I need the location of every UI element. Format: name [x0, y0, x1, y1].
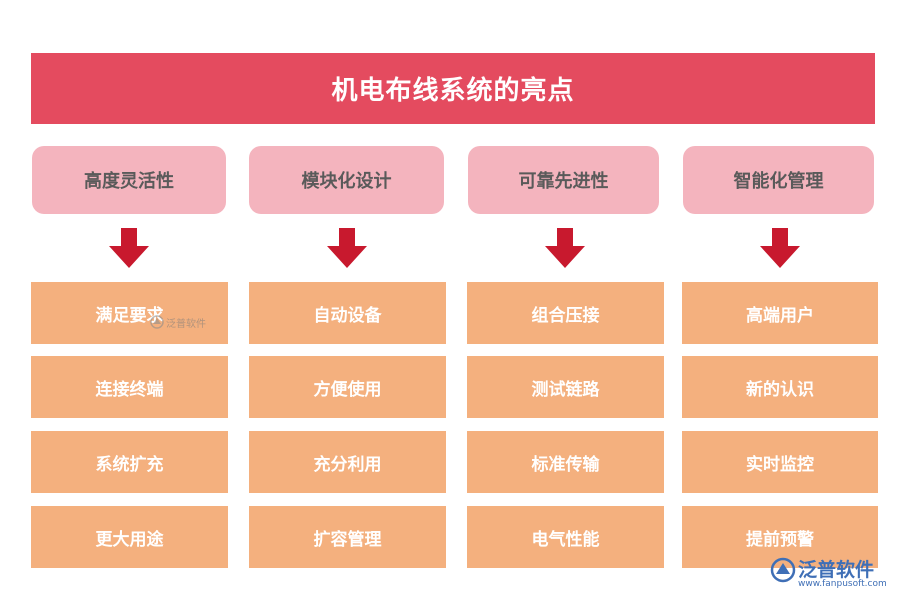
list-item: 满足要求	[31, 282, 228, 344]
watermark-text: 泛普软件	[166, 318, 206, 330]
list-item: 提前预警	[682, 506, 878, 568]
down-arrow-icon	[327, 228, 367, 268]
list-item: 高端用户	[682, 282, 878, 344]
item-label: 扩容管理	[313, 529, 382, 550]
column-header-3: 可靠先进性	[468, 146, 659, 214]
watermark: 泛普软件	[150, 313, 220, 331]
list-item: 新的认识	[682, 356, 878, 418]
list-item: 组合压接	[467, 282, 664, 344]
down-arrow-icon	[760, 228, 800, 268]
item-label: 测试链路	[531, 379, 600, 400]
brand-logo-icon	[770, 557, 796, 583]
item-label: 满足要求	[95, 305, 164, 326]
item-label: 实时监控	[746, 454, 814, 475]
list-item: 标准传输	[467, 431, 664, 493]
item-label: 自动设备	[313, 305, 382, 326]
item-label: 组合压接	[531, 305, 600, 326]
brand-logo: 泛普软件 www.fanpusoft.com	[770, 555, 895, 595]
item-label: 系统扩充	[95, 454, 164, 475]
brand-url: www.fanpusoft.com	[798, 579, 887, 589]
down-arrow-icon	[109, 228, 149, 268]
column-header-label: 智能化管理	[733, 171, 824, 192]
watermark-logo-icon	[150, 315, 164, 329]
column-header-2: 模块化设计	[249, 146, 444, 214]
column-header-4: 智能化管理	[683, 146, 874, 214]
item-label: 充分利用	[313, 454, 382, 475]
list-item: 实时监控	[682, 431, 878, 493]
item-label: 提前预警	[746, 529, 814, 550]
brand-name: 泛普软件	[798, 559, 875, 581]
item-label: 更大用途	[95, 529, 164, 550]
column-header-label: 可靠先进性	[518, 171, 609, 192]
list-item: 系统扩充	[31, 431, 228, 493]
item-label: 新的认识	[746, 379, 814, 400]
item-label: 连接终端	[95, 379, 164, 400]
list-item: 连接终端	[31, 356, 228, 418]
title-bar: 机电布线系统的亮点	[31, 53, 875, 124]
down-arrow-icon	[545, 228, 585, 268]
column-header-label: 模块化设计	[301, 171, 392, 192]
item-label: 高端用户	[746, 305, 814, 326]
column-header-1: 高度灵活性	[32, 146, 226, 214]
item-label: 电气性能	[531, 529, 600, 550]
column-header-label: 高度灵活性	[84, 171, 174, 192]
list-item: 充分利用	[249, 431, 446, 493]
diagram-title: 机电布线系统的亮点	[331, 76, 575, 106]
list-item: 扩容管理	[249, 506, 446, 568]
item-label: 标准传输	[531, 454, 600, 475]
list-item: 方便使用	[249, 356, 446, 418]
item-label: 方便使用	[313, 379, 382, 400]
list-item: 更大用途	[31, 506, 228, 568]
list-item: 测试链路	[467, 356, 664, 418]
list-item: 自动设备	[249, 282, 446, 344]
list-item: 电气性能	[467, 506, 664, 568]
